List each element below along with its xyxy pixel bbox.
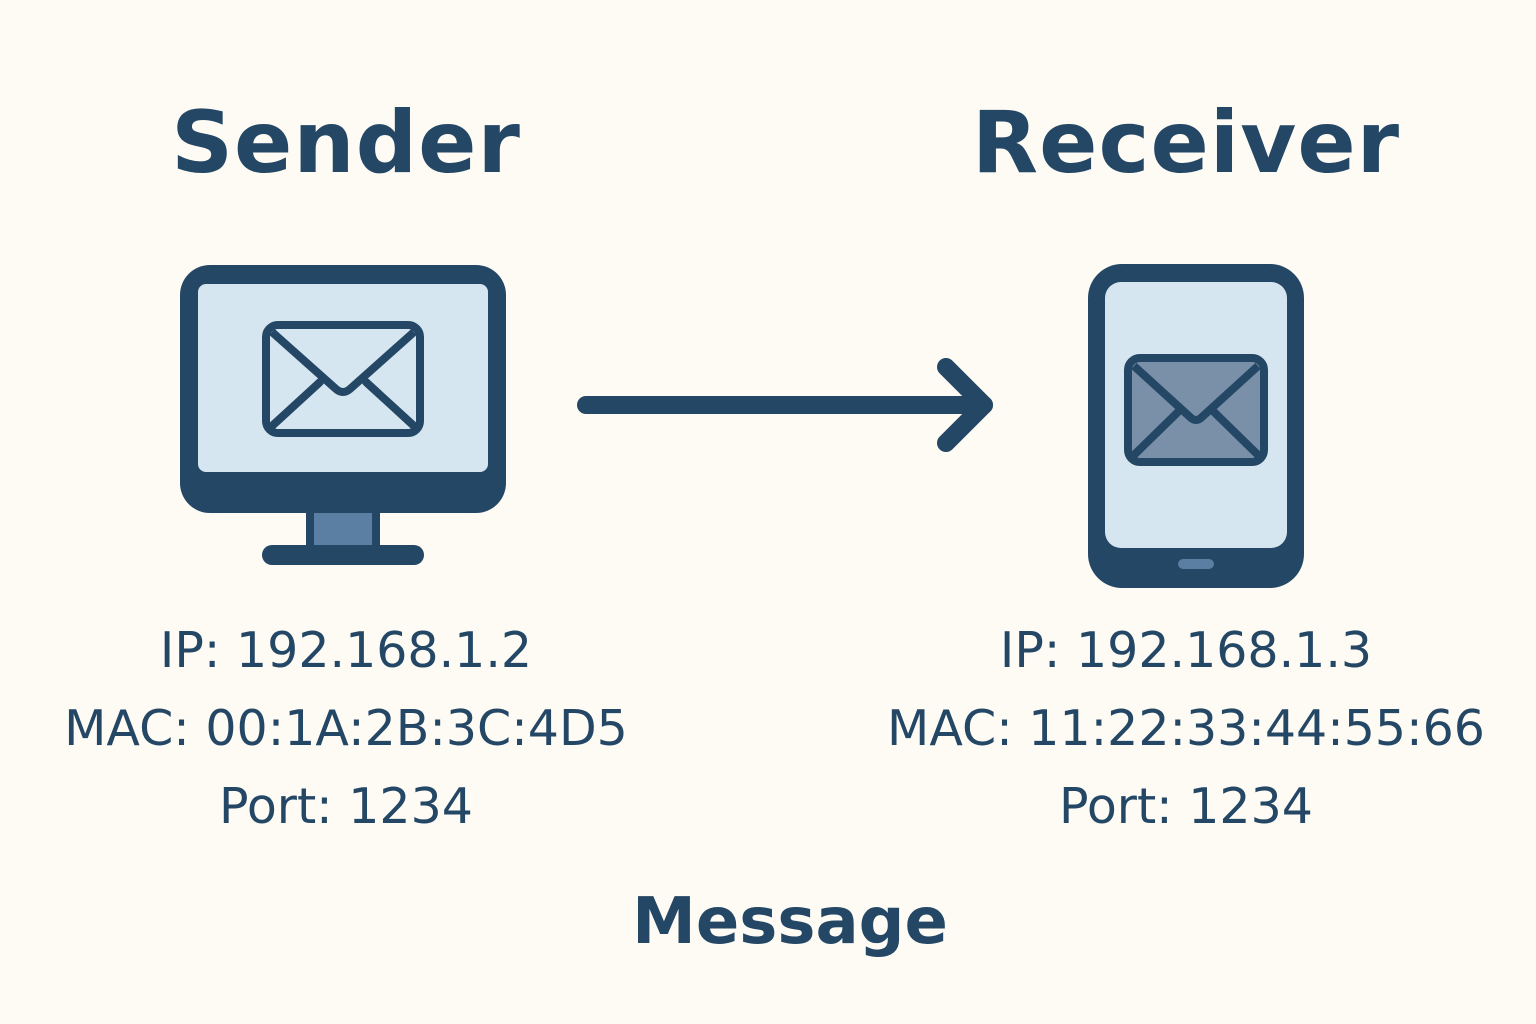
sender-mac: MAC: 00:1A:2B:3C:4D5 (64, 700, 628, 757)
desktop-monitor-icon (180, 265, 506, 565)
smartphone-icon (1088, 264, 1304, 588)
arrow-right-icon (577, 358, 993, 452)
envelope-icon (1124, 354, 1268, 466)
receiver-mac: MAC: 11:22:33:44:55:66 (887, 700, 1485, 757)
message-label: Message (632, 885, 948, 959)
receiver-title: Receiver (971, 93, 1401, 193)
sender-ip: IP: 192.168.1.2 (159, 622, 533, 679)
receiver-port: Port: 1234 (1059, 778, 1313, 835)
sender-title: Sender (171, 93, 521, 193)
sender-info: IP: 192.168.1.2 MAC: 00:1A:2B:3C:4D5 Por… (46, 612, 646, 846)
receiver-info: IP: 192.168.1.3 MAC: 11:22:33:44:55:66 P… (866, 612, 1506, 846)
envelope-icon (262, 321, 424, 437)
receiver-ip: IP: 192.168.1.3 (999, 622, 1373, 679)
sender-port: Port: 1234 (219, 778, 473, 835)
